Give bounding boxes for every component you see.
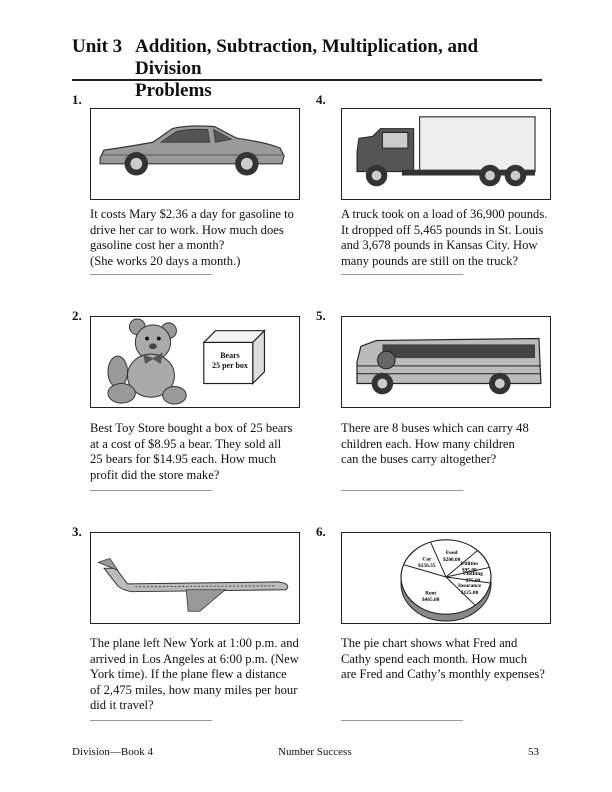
problem-6-text: The pie chart shows what Fred and Cathy …	[341, 636, 556, 683]
pie-slice-label: Rent	[425, 590, 436, 596]
pie-slice-value: $200.00	[443, 556, 461, 563]
problem-4-line: many pounds are still on the truck?	[341, 253, 518, 268]
problem-2-line: Best Toy Store bought a box of 25 bears	[90, 421, 293, 435]
airplane-illustration	[90, 532, 300, 624]
problem-1-line: It costs Mary $2.36 a day for gasoline t…	[90, 207, 294, 221]
unit-title-line-2: Problems	[135, 80, 212, 101]
problem-4-answer-line[interactable]	[341, 274, 463, 275]
problem-6-line: are Fred and Cathy’s monthly expenses?	[341, 667, 545, 681]
problem-5-line: children each. How many children	[341, 436, 515, 451]
problem-6-number: 6.	[316, 524, 326, 539]
pie-slice-label: Clothing	[463, 571, 483, 577]
problem-2-answer-line[interactable]	[90, 490, 212, 491]
problem-2-text: Best Toy Store bought a box of 25 bears …	[90, 421, 305, 483]
teddy-bear-icon	[107, 318, 187, 405]
box-label-line-1: Bears	[220, 351, 240, 360]
problem-2-line: at a cost of $8.95 a bear. They sold all	[90, 436, 282, 451]
problem-5-answer-line[interactable]	[341, 490, 463, 491]
pie-slice-value: $125.00	[461, 589, 479, 596]
problem-2-number: 2.	[72, 308, 82, 323]
problem-2-line: 25 bears for $14.95 each. How much	[90, 452, 277, 466]
problem-1-number: 1.	[72, 92, 82, 107]
problem-3-line: did it travel?	[90, 698, 154, 712]
problem-4-text: A truck took on a load of 36,900 pounds.…	[341, 207, 556, 269]
pie-slice-divider	[445, 550, 478, 578]
problem-4-number: 4.	[316, 92, 326, 107]
problem-5-text: There are 8 buses which can carry 48 chi…	[341, 421, 556, 468]
bear-illustration: Bears 25 per box	[90, 316, 300, 408]
unit-title: Addition, Subtraction, Multiplication, a…	[135, 36, 545, 102]
pie-slice-value: $95.00	[462, 567, 477, 574]
problem-4-line: A truck took on a load of 36,900 pounds.	[341, 207, 548, 221]
problem-2-line: profit did the store make?	[90, 467, 220, 482]
airplane-icon	[97, 557, 289, 612]
problem-3-number: 3.	[72, 524, 82, 539]
pie-slice-value: $465.00	[422, 596, 440, 603]
problem-6-line: Cathy spend each month. How much	[341, 651, 528, 666]
problem-5-number: 5.	[316, 308, 326, 323]
problem-3-line: The plane left New York at 1:00 p.m. and	[90, 636, 299, 650]
box-icon	[202, 329, 266, 385]
problem-1-text: It costs Mary $2.36 a day for gasoline t…	[90, 207, 305, 269]
pie-chart-illustration: Food$200.00Utilities$95.00Clothing$75.00…	[341, 532, 551, 624]
title-divider	[72, 79, 542, 81]
page-number: 53	[528, 746, 539, 758]
pie-slice-label: Insurance	[458, 583, 482, 589]
pie-slice-divider	[445, 576, 491, 584]
problem-1-line: gasoline cost her a month?	[90, 238, 225, 252]
pie-slice-divider	[445, 566, 490, 578]
pie-chart: Food$200.00Utilities$95.00Clothing$75.00…	[400, 539, 492, 622]
pie-slice-divider	[403, 564, 447, 578]
box-label-line-2: 25 per box	[212, 361, 248, 370]
car-illustration	[90, 108, 300, 200]
unit-title-line-1: Addition, Subtraction, Multiplication, a…	[135, 36, 479, 79]
bus-illustration	[341, 316, 551, 408]
pie-slice-value: $156.35	[418, 562, 436, 569]
pie-slice-label: Car	[422, 556, 432, 562]
problem-3-answer-line[interactable]	[90, 720, 212, 721]
problem-4-line: It dropped off 5,465 pounds in St. Louis	[341, 222, 544, 237]
pie-slice-label: Utilities	[460, 561, 478, 567]
problem-1-answer-line[interactable]	[90, 274, 212, 275]
problem-1-line: drive her car to work. How much does	[90, 222, 284, 237]
problem-3-line: of 2,475 miles, how many miles per hour	[90, 682, 298, 697]
problem-5-line: can the buses carry altogether?	[341, 452, 497, 466]
pie-slice-divider	[445, 576, 476, 606]
school-bus-icon	[356, 337, 542, 395]
unit-label: Unit 3	[72, 36, 123, 57]
problem-6-line: The pie chart shows what Fred and	[341, 636, 518, 650]
problem-5-line: There are 8 buses which can carry 48	[341, 421, 529, 435]
car-icon	[99, 125, 285, 176]
truck-icon	[356, 116, 536, 187]
pie-slice-divider	[430, 541, 447, 578]
problem-4-line: and 3,678 pounds in Kansas City. How	[341, 238, 538, 252]
problem-6-answer-line[interactable]	[341, 720, 463, 721]
pie-slice-label: Food	[446, 550, 458, 556]
footer-book: Division—Book 4	[72, 746, 153, 758]
problem-3-text: The plane left New York at 1:00 p.m. and…	[90, 636, 305, 714]
problem-3-line: York time). If the plane flew a distance	[90, 667, 287, 681]
footer-series: Number Success	[278, 746, 352, 758]
problem-3-line: arrived in Los Angeles at 6:00 p.m. (New	[90, 651, 299, 666]
truck-illustration	[341, 108, 551, 200]
problem-1-line: (She works 20 days a month.)	[90, 253, 241, 268]
